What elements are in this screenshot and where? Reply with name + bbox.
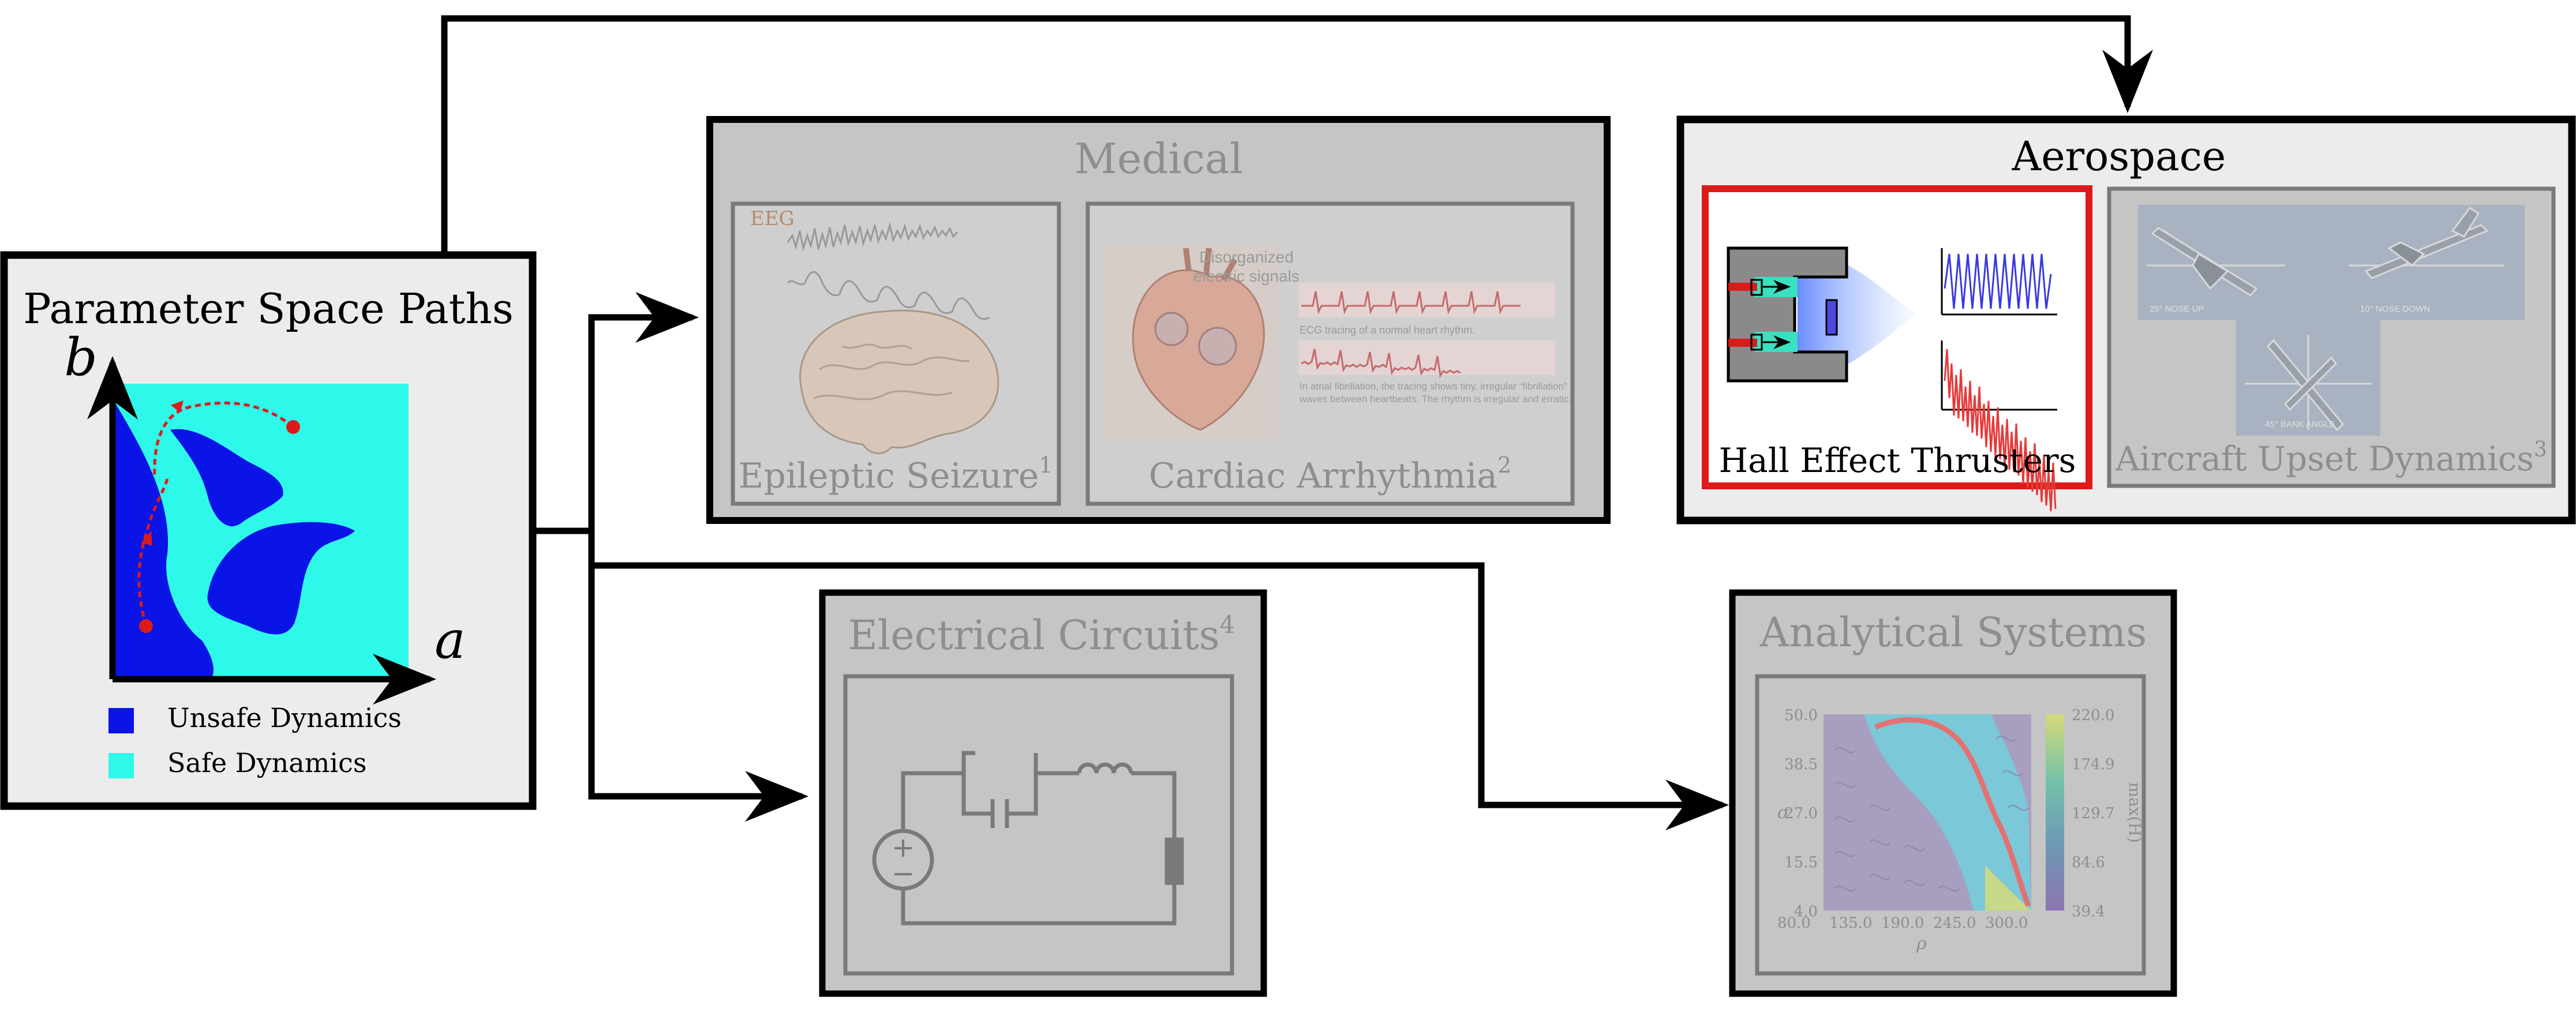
ecg-normal-trace [1301,291,1521,314]
ecg-afib-trace [1301,349,1461,379]
heatmap-glyphs [1834,735,2029,892]
analytical-y-tick-5: 4.0 [1794,903,1818,920]
electrical-title: Electrical Circuits4 [848,610,1235,659]
medical-panel: Medical EEG Epileptic Seizure1 Disorgani… [706,116,1611,524]
cbar-tick-1: 220.0 [2072,707,2114,724]
analytical-x-tick-5: 300.0 [1985,915,2028,932]
path-upper-end [286,420,300,434]
medical-title: Medical [1074,134,1243,183]
analytical-x-tick-1: 80.0 [1777,915,1811,932]
cbar-tick-2: 174.9 [2072,756,2114,773]
aerospace-panel: Aerospace Hall Effect Thrusters [1676,115,2576,525]
unsafe-region-left [113,398,214,679]
arrow-to-medical [588,292,699,531]
ecg-afib-caption-2: waves between heartbeats. The rhythm is … [1299,394,1571,404]
analytical-y-tick-4: 15.5 [1784,854,1818,871]
unsafe-region-lower [207,522,355,635]
aircraft-bank [2245,335,2372,432]
resistor-load [1165,837,1184,885]
analytical-y-tick-3: 27.0 [1784,805,1818,822]
aircraft-nose-up [2147,227,2285,297]
arrow-to-aerospace [441,15,2153,255]
aerospace-title: Aerospace [2012,133,2226,180]
connectors [441,15,2153,830]
heatmap-trajectory [1874,717,2031,907]
upset-view-1: 25° NOSE UP [2150,304,2204,314]
cbar-label: max(H) [2125,782,2144,842]
analytical-x-label: ρ [1916,934,1927,954]
cardiac-label: Cardiac Arrhythmia2 [1149,452,1511,496]
param-space-panel: Parameter Space Paths b a Unsafe Dynamic… [0,251,537,810]
param-space-title: Parameter Space Paths [23,284,514,333]
legend-unsafe-label: Unsafe Dynamics [167,702,402,733]
analytical-x-tick-4: 245.0 [1933,915,1976,932]
legend-unsafe-swatch [108,708,134,733]
ecg-afib-caption-1: In atrial fibrillation, the tracing show… [1300,381,1567,392]
arrow-to-analytical [591,562,1729,830]
upset-view-2: 10° NOSE DOWN [2360,304,2430,314]
ecg-normal-strip [1298,283,1555,317]
cardiac-annotation-line-2: electric signals [1193,267,1300,285]
electrical-panel: Electrical Circuits4 [819,589,1267,997]
analytical-y-label: σ [1777,803,1790,823]
thruster-signal-red [1941,340,2057,512]
analytical-x-tick-3: 190.0 [1881,915,1924,932]
unsafe-region-upper [170,429,283,527]
x-axis-label: a [435,610,466,671]
analytical-title: Analytical Systems [1759,609,2147,656]
path-upper [153,401,294,480]
path-lower-start [139,619,153,633]
upset-view-3: 45° BANK ANGLE [2265,420,2335,429]
colorbar [2046,714,2064,911]
cbar-tick-5: 39.4 [2072,903,2105,920]
eeg-trace-2 [787,271,990,320]
heatmap-bright-region [1864,714,2031,911]
analytical-x-tick-2: 135.0 [1829,915,1872,932]
hall-label: Hall Effect Thrusters [1719,441,2076,480]
circuit-diagram [872,751,1184,926]
eeg-label: EEG [750,207,795,230]
seizure-label: Epileptic Seizure1 [739,452,1053,496]
analytical-y-tick-1: 50.0 [1784,707,1818,724]
legend-safe-swatch [108,753,134,778]
thruster-illustration [1727,246,1916,383]
brain-illustration [799,309,999,455]
path-lower [137,478,169,627]
analytical-panel: Analytical Systems 50.0 38.5 27.0 15.5 4… [1729,589,2177,997]
path-upper-arrow [171,400,184,413]
thruster-signal-blue [1941,248,2057,316]
heart-illustration [1132,248,1265,431]
heatmap-yellow-region [1985,866,2031,911]
cbar-tick-3: 129.7 [2072,805,2114,822]
ecg-normal-caption: ECG tracing of a normal heart rhythm. [1300,324,1475,336]
cbar-tick-4: 84.6 [2072,854,2105,871]
eeg-trace-1 [787,222,958,252]
legend-safe-label: Safe Dynamics [167,747,366,778]
aircraft-nose-down [2349,206,2504,279]
upset-label: Aircraft Upset Dynamics3 [2115,438,2547,478]
cardiac-annotation-line-1: Disorganized [1199,248,1293,266]
arrow-trunk [534,527,808,822]
y-axis-label: b [64,327,98,388]
analytical-y-tick-2: 38.5 [1784,756,1818,773]
path-lower-arrow [141,531,152,546]
